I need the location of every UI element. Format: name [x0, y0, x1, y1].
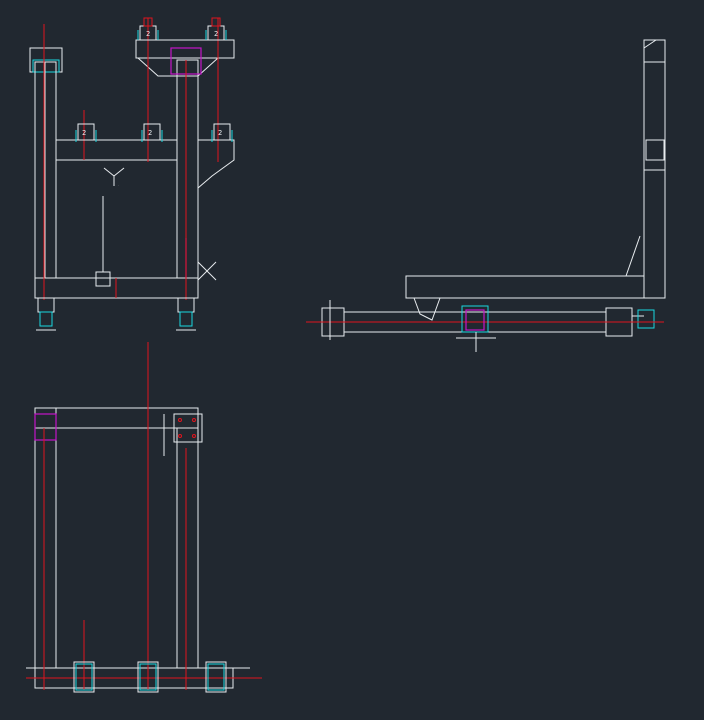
side-hanger — [413, 297, 441, 321]
plan-left-column — [34, 407, 57, 669]
crossbar-clamp-2: 2 — [141, 123, 163, 142]
crossbar — [55, 139, 178, 161]
side-view — [306, 39, 666, 352]
plan-clamp-1 — [73, 661, 95, 693]
crossbar-clamp-1: 2 — [75, 123, 97, 142]
svg-text:2: 2 — [148, 129, 152, 137]
svg-text:2: 2 — [218, 129, 222, 137]
plan-view — [26, 342, 262, 693]
top-clamp-left: 2 — [137, 17, 159, 41]
front-view: Y 2 2 — [29, 17, 235, 331]
svg-text:2: 2 — [82, 129, 86, 137]
svg-text:2: 2 — [146, 30, 150, 38]
plan-left-marker — [34, 413, 57, 441]
side-center-clamp — [456, 305, 496, 352]
left-foot — [36, 297, 56, 331]
rod-end-block — [95, 271, 111, 287]
plan-clamp-3 — [205, 661, 227, 693]
right-bracket — [197, 139, 235, 189]
side-post-window — [645, 139, 665, 161]
plan-clamp-2 — [137, 661, 159, 693]
right-foot — [176, 297, 196, 331]
weld-symbol-label: Y — [118, 185, 119, 187]
crossbar-clamp-3: 2 — [211, 123, 233, 142]
top-clamp-right: 2 — [205, 17, 227, 41]
svg-text:2: 2 — [214, 30, 218, 38]
plan-bolt-plate — [173, 413, 203, 443]
plan-right-column — [176, 427, 199, 669]
right-column — [176, 59, 199, 279]
left-cap-detail — [32, 59, 60, 73]
side-base-beam — [405, 275, 645, 299]
side-post — [643, 39, 666, 299]
